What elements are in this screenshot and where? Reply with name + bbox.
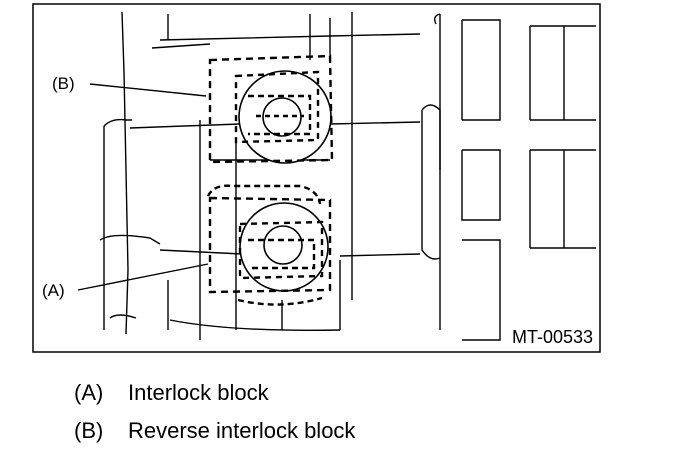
- callout-b: (B): [52, 74, 75, 93]
- interlock-block: [206, 184, 332, 306]
- figure-frame: [32, 3, 601, 353]
- legend-row: (A) Interlock block: [74, 374, 634, 412]
- leader-line-b: [89, 83, 207, 97]
- legend-key: (B): [74, 418, 104, 443]
- figure-id: MT-00533: [512, 327, 593, 347]
- diagram-figure: (B) (A) MT-00533: [32, 3, 601, 353]
- interlock-diagram: (B) (A) MT-00533: [32, 3, 601, 353]
- legend: (A) Interlock block (B) Reverse interloc…: [74, 374, 634, 450]
- reverse-interlock-block: [208, 54, 334, 164]
- callout-a: (A): [42, 281, 65, 300]
- leader-line-a: [77, 263, 209, 291]
- legend-text: Reverse interlock block: [128, 418, 356, 443]
- legend-key: (A): [74, 380, 104, 405]
- housing-outline: [99, 11, 596, 341]
- legend-text: Interlock block: [128, 380, 269, 405]
- legend-row: (B) Reverse interlock block: [74, 412, 634, 450]
